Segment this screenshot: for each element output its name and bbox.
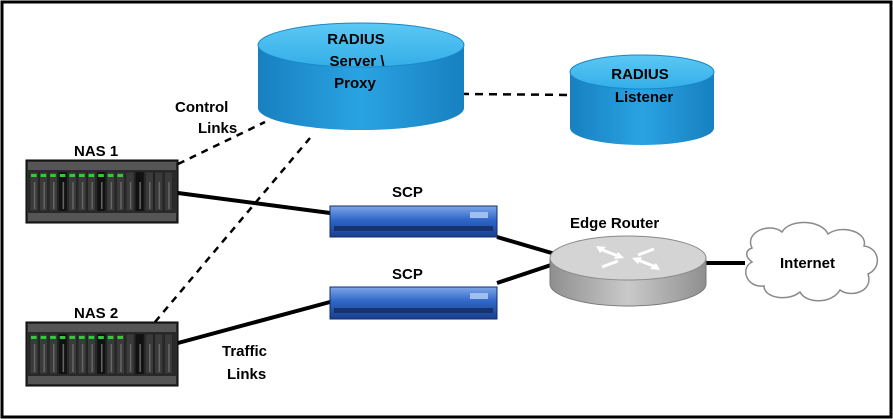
nas1-label: NAS 1 bbox=[74, 143, 118, 160]
internet-label: Internet bbox=[780, 255, 835, 272]
edge-router-icon bbox=[549, 235, 707, 307]
scp-top-label: SCP bbox=[392, 184, 423, 201]
traffic-links-label-2: Links bbox=[227, 366, 266, 383]
control-links-label-2: Links bbox=[198, 120, 237, 137]
radius-server-label-1: RADIUS bbox=[327, 31, 385, 48]
traffic-link-scp-router-top bbox=[496, 235, 563, 258]
traffic-links-label-1: Traffic bbox=[222, 343, 267, 360]
traffic-link-nas1-scp bbox=[177, 191, 331, 215]
control-links-label-1: Control bbox=[175, 99, 228, 116]
scp-bottom-device-icon bbox=[329, 286, 498, 320]
nas2-rack-icon bbox=[25, 321, 179, 387]
control-link-nas1 bbox=[177, 120, 266, 166]
nas2-label: NAS 2 bbox=[74, 305, 118, 322]
traffic-link-nas2-scp bbox=[177, 300, 331, 345]
edge-router-label: Edge Router bbox=[570, 215, 659, 232]
nas1-rack-icon bbox=[25, 159, 179, 224]
radius-listener-cylinder: RADIUS Listener bbox=[569, 54, 715, 145]
scp-top-device-icon bbox=[329, 205, 498, 238]
radius-server-cylinder: RADIUS Server \ Proxy bbox=[257, 22, 465, 130]
internet-cloud-icon: Internet bbox=[745, 221, 878, 302]
radius-listener-label-2: Listener bbox=[615, 89, 674, 106]
radius-listener-label-1: RADIUS bbox=[611, 66, 669, 83]
control-link-nas2 bbox=[154, 137, 311, 323]
radius-server-label-2: Server \ bbox=[329, 53, 385, 70]
radius-server-label-3: Proxy bbox=[334, 75, 376, 92]
scp-bottom-label: SCP bbox=[392, 266, 423, 283]
